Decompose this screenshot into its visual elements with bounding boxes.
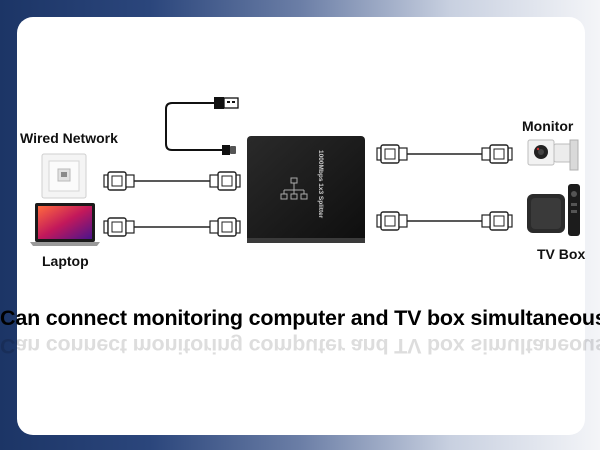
ethernet-cable-wired-network bbox=[103, 171, 241, 191]
usb-a-plug-icon bbox=[214, 97, 239, 109]
network-topology-icon bbox=[280, 177, 308, 200]
usb-c-plug-icon bbox=[222, 145, 236, 155]
ethernet-cable-monitor bbox=[376, 144, 513, 164]
ethernet-cable-tv-box bbox=[376, 211, 513, 231]
wired-network-label: Wired Network bbox=[20, 130, 118, 146]
ethernet-wall-plate-icon bbox=[41, 153, 87, 199]
splitter-label: 1000Mbps 1x3 Splitter bbox=[317, 150, 324, 219]
caption-reflection: Can connect monitoring computer and TV b… bbox=[0, 334, 600, 358]
tv-box-label: TV Box bbox=[537, 246, 586, 262]
tv-box-icon bbox=[527, 184, 580, 236]
laptop-icon bbox=[30, 203, 100, 246]
caption: Can connect monitoring computer and TV b… bbox=[0, 306, 600, 330]
usb-cable bbox=[165, 102, 225, 151]
splitter-device bbox=[247, 136, 365, 243]
ethernet-cable-laptop bbox=[103, 217, 241, 237]
laptop-label: Laptop bbox=[42, 253, 89, 269]
security-camera-icon bbox=[527, 139, 579, 171]
monitor-label: Monitor bbox=[522, 118, 574, 134]
